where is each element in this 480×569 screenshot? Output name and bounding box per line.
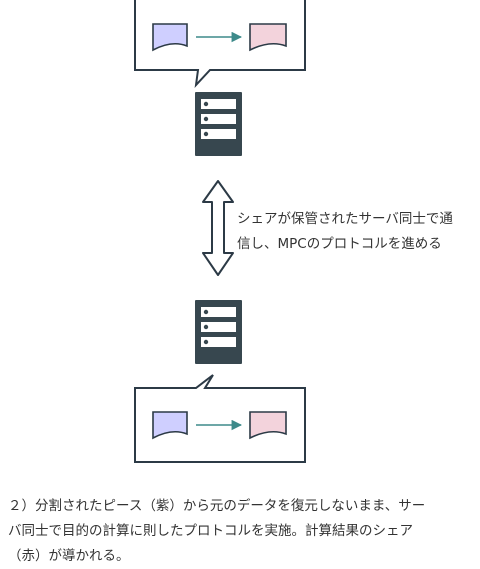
bottom-source-share-icon	[152, 411, 188, 440]
arrow-label: シェアが保管されたサーバ同士で通 信し、MPCのプロトコルを進める	[237, 207, 477, 257]
caption-line: ２）分割されたピース（紫）から元のデータを復元しないまま、サー	[8, 498, 426, 514]
top-speech-bubble	[134, 0, 306, 88]
caption-line: （赤）が導かれる。	[8, 548, 130, 564]
top-source-share-icon	[152, 23, 188, 52]
bottom-server-icon	[195, 300, 242, 364]
bottom-result-share-icon	[249, 411, 287, 440]
bidirectional-arrow-icon	[202, 180, 234, 276]
top-server-icon	[195, 92, 242, 156]
caption-line: バ同士で目的の計算に則したプロトコルを実施。計算結果のシェア	[8, 523, 413, 539]
arrow-label-line: シェアが保管されたサーバ同士で通	[237, 211, 453, 227]
diagram-caption: ２）分割されたピース（紫）から元のデータを復元しないまま、サー バ同士で目的の計…	[8, 494, 472, 569]
arrow-label-line: 信し、MPCのプロトコルを進める	[237, 236, 442, 252]
bottom-speech-bubble	[134, 374, 306, 463]
mpc-diagram	[134, 0, 306, 463]
top-result-share-icon	[249, 23, 287, 52]
